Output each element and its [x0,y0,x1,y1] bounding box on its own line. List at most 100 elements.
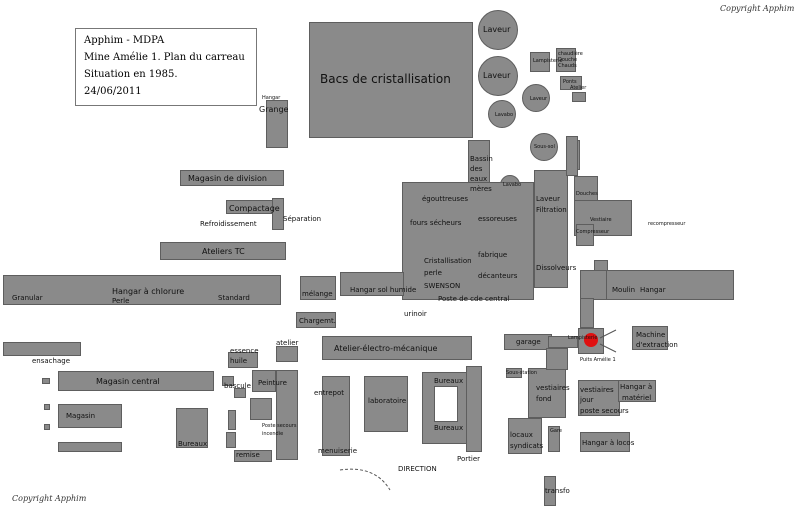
label-bassin-d: mères [470,185,492,193]
label-hangar-sol: Hangar sol humide [350,286,417,294]
label-garage: garage [516,338,541,346]
copyright-top: Copyright Apphim [720,4,795,13]
small-block-3 [44,424,50,430]
atelier-electro-mecanique[interactable] [322,336,472,360]
locaux-syndicats[interactable] [508,418,542,454]
magasin-central[interactable] [58,371,214,391]
label-cristallisation-b: perle [424,269,442,277]
label-bascule: bascule [224,382,251,390]
machine-extraction[interactable] [632,326,668,350]
label-essoreuses: essoreuses [478,215,517,223]
bureaux-left[interactable] [176,408,208,448]
magasin[interactable] [58,404,122,428]
label-bacs: Bacs de cristallisation [320,72,451,86]
hangar-sol-humide[interactable] [340,272,404,296]
label-swenson: SWENSON [424,282,461,290]
legend-line-4: 24/06/2011 [84,86,142,97]
label-magasin: Magasin [66,412,96,420]
usine-principale[interactable] [402,182,534,300]
separation[interactable] [272,198,284,230]
label-bureaux-bottom: Bureaux [434,424,464,432]
label-small-10: Douches [576,191,598,197]
hangar-chlorure[interactable] [3,275,281,305]
label-small-5: Ponts [563,79,577,85]
building-small-d[interactable] [572,92,586,102]
label-refroidissement: Refroidissement [200,220,257,228]
laboratoire[interactable] [364,376,408,432]
bacs-cristallisation[interactable] [309,22,473,138]
label-laboratoire: laboratoire [368,397,407,405]
label-urinoir: urinoir [404,310,427,318]
label-dissolveurs: Dissolveurs [536,264,577,272]
label-essence-a: essence [230,347,259,355]
label-standard: Standard [218,294,250,302]
label-small-6: Atelier [570,85,587,91]
grange[interactable] [266,100,288,148]
label-bassin-a: Bassin [470,155,493,163]
atelier[interactable] [276,346,298,362]
copyright-bottom: Copyright Apphim [12,494,87,503]
magasin-division[interactable] [180,170,284,186]
poste-secours-incendie[interactable] [250,398,272,420]
laveur-2[interactable] [478,56,518,96]
small-block-4 [222,376,234,386]
building-small-b[interactable] [556,48,576,72]
link-garage [548,336,578,348]
label-transfo: transfo [545,487,570,495]
label-laveur-2: Laveur [483,71,511,80]
label-machine-a: Machine [636,331,666,339]
hangar-materiel[interactable] [618,380,656,402]
label-hangar-small: Hangar [262,95,281,101]
label-vestiaires-jour-a: vestiaires [580,386,614,394]
remise[interactable] [234,450,272,462]
label-small-9: Sous-sol [534,144,555,150]
label-menuiserie: menuiserie [318,447,358,455]
small-block-1 [42,378,50,384]
label-melange: mélange [302,290,333,298]
label-separation: Séparation [283,215,322,223]
melange[interactable] [300,276,336,300]
label-fours: fours sécheurs [410,219,462,227]
label-laveur-small: Laveur [530,96,548,102]
label-grange: Grange [259,105,289,114]
laveur-filtration[interactable] [534,170,568,288]
label-portier: Portier [457,455,481,463]
hangar-locos[interactable] [580,432,630,452]
chargement[interactable] [296,312,336,328]
transfo[interactable] [544,476,556,506]
portier[interactable] [466,366,482,452]
small-circle-2[interactable] [530,133,558,161]
label-small-12: recompresseur [648,221,686,227]
legend-line-3: Situation en 1985. [84,69,178,80]
peinture[interactable] [276,370,298,460]
small-block-6 [226,432,236,448]
label-peinture: Peinture [258,379,287,387]
label-small-4: Lampisterie [533,58,563,64]
label-laveur-filtration-b: Filtration [536,206,567,214]
conveyor-right [566,136,578,176]
puits-amelie-marker[interactable] [584,333,598,347]
building-right-c[interactable] [576,224,594,246]
laveur-small-circle[interactable] [522,84,550,112]
small-circle-1[interactable] [488,100,516,128]
ensachage[interactable] [3,342,81,356]
label-bureaux-left: Bureaux [178,440,208,448]
entrepot[interactable] [322,376,350,456]
label-puits: Puits Amélie 1 [580,357,616,363]
bureaux-courtyard [434,386,458,422]
ateliers-tc[interactable] [160,242,286,260]
label-machine-b: d'extraction [636,341,678,349]
essence-huile[interactable] [228,352,258,368]
hangar-right[interactable] [606,270,734,300]
building-small-c[interactable] [560,76,582,90]
label-fabrique: fabrique [478,251,508,259]
laveur-1[interactable] [478,10,518,50]
label-vestiaires-jour-b: jour [580,396,594,404]
vestiaires-jour[interactable] [578,380,620,416]
vestiaires-fond[interactable] [528,368,566,418]
bascule[interactable] [234,388,246,398]
building-small-a[interactable] [530,52,550,72]
label-poste-incendie-a: Poste secours [262,423,297,429]
peinture-block[interactable] [252,370,276,392]
magasin-annexe[interactable] [58,442,122,452]
